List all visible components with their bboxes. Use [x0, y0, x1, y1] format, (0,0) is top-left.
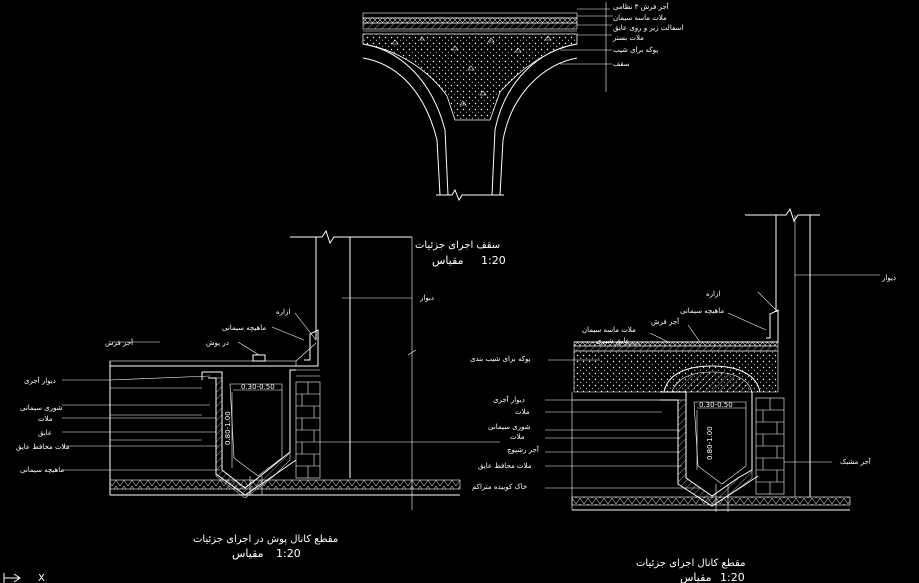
- left-side-label-1: دیوار آجری: [24, 376, 56, 385]
- top-label-3: اسفالت زیر و روی عایق: [613, 24, 683, 32]
- left-scale-word: مقیاس: [232, 547, 264, 560]
- right-side-label-5: آجر رشپوچ: [507, 445, 540, 454]
- top-label-6: سقف: [613, 60, 630, 68]
- left-side-label-2: شوری سیمانی: [20, 404, 63, 412]
- left-label-mahiche: ماهیچه سیمانی: [222, 324, 266, 332]
- top-label-4: ملات بستر: [612, 34, 644, 42]
- top-label-1: آجر فرش ۳ نظامی: [613, 2, 670, 11]
- right-brick-arch: [663, 365, 761, 393]
- left-label-cover: در پوش: [206, 339, 229, 347]
- left-dim-width: 0.30-0.50: [241, 383, 275, 391]
- right-side-label-6: ملات محافظ عایق: [478, 462, 532, 470]
- middle-title: سقف اجرای جزئیات: [415, 240, 500, 251]
- ucs-axis-icon: X: [3, 573, 45, 583]
- right-dim-width: 0.30-0.50: [699, 401, 733, 409]
- top-arch-right-inner: [499, 57, 578, 196]
- left-label-izare: ازاره: [276, 308, 290, 316]
- right-label-fill: پوکه برای شیب بندی: [470, 355, 531, 363]
- left-scale-value: 1:20: [276, 547, 301, 560]
- left-channel-detail: 0.30-0.50 0.80-1.00 ازاره ماهیچه سیمانی …: [16, 229, 500, 560]
- top-mortar-layer: [362, 17, 578, 24]
- left-dim-depth: 0.80-1.00: [224, 411, 232, 445]
- right-label-brick: آجر مشبک: [840, 457, 872, 466]
- right-side-label-3: شوری سیمانی: [488, 423, 531, 431]
- right-dim-depth: 0.80-1.00: [706, 426, 714, 460]
- top-fill-concrete: [362, 33, 578, 121]
- middle-title-block: سقف اجرای جزئیات مقیاس 1:20: [415, 240, 506, 267]
- right-label-insulation: عایق شیری: [596, 337, 630, 345]
- left-side-label-6: ماهیچه سیمانی: [20, 466, 64, 474]
- right-side-label-1: دیوار آجری: [493, 395, 525, 404]
- middle-scale-value: 1:20: [481, 254, 506, 267]
- right-side-label-4: ملات: [510, 433, 525, 441]
- right-label-wall: دیوار: [881, 274, 896, 282]
- right-label-floor: آجر فرش: [651, 317, 680, 326]
- right-title: مقطع کانال اجرای جزئیات: [636, 558, 745, 569]
- left-title: مقطع کانال پوش در اجرای جزئیات: [193, 534, 338, 545]
- top-label-5: پوکه برای شیب: [613, 46, 658, 54]
- right-channel-detail: 0.30-0.50 0.80-1.00 ازاره ماهیچه سیمانی …: [470, 207, 896, 583]
- top-label-2: ملات ماسه سیمان: [613, 14, 667, 22]
- left-label-wall: دیوار: [419, 294, 434, 302]
- left-side-label-4: عایق: [38, 429, 52, 437]
- top-arch-left-inner: [362, 57, 441, 196]
- top-asphalt-layer: [362, 22, 578, 30]
- right-label-mortar: ملات ماسه سیمان: [582, 326, 636, 334]
- right-label-izare: ازاره: [706, 290, 720, 298]
- top-arch-right: [491, 43, 578, 196]
- top-roof-section: آجر فرش ۳ نظامی ملات ماسه سیمان اسفالت ز…: [362, 2, 683, 202]
- right-scale-value: 1:20: [720, 571, 745, 583]
- right-scale-word: مقیاس: [680, 571, 712, 583]
- ucs-x-label: X: [38, 573, 45, 583]
- top-brick-layer: [362, 12, 578, 19]
- right-brick-wall: [755, 397, 785, 495]
- left-cover-cap: [252, 354, 266, 362]
- left-side-label-3: ملات: [38, 415, 53, 423]
- right-label-mahiche: ماهیچه سیمانی: [680, 307, 724, 315]
- left-label-floor: آجر فرش: [105, 338, 134, 347]
- left-side-label-5: ملات محافظ عایق: [16, 443, 70, 451]
- right-side-label-7: خاک کوبیده متراکم: [472, 483, 527, 491]
- right-side-label-2: ملات: [515, 408, 530, 416]
- top-arch-left: [362, 43, 449, 196]
- left-brick-wall: [295, 369, 321, 479]
- middle-scale-word: مقیاس: [432, 254, 464, 267]
